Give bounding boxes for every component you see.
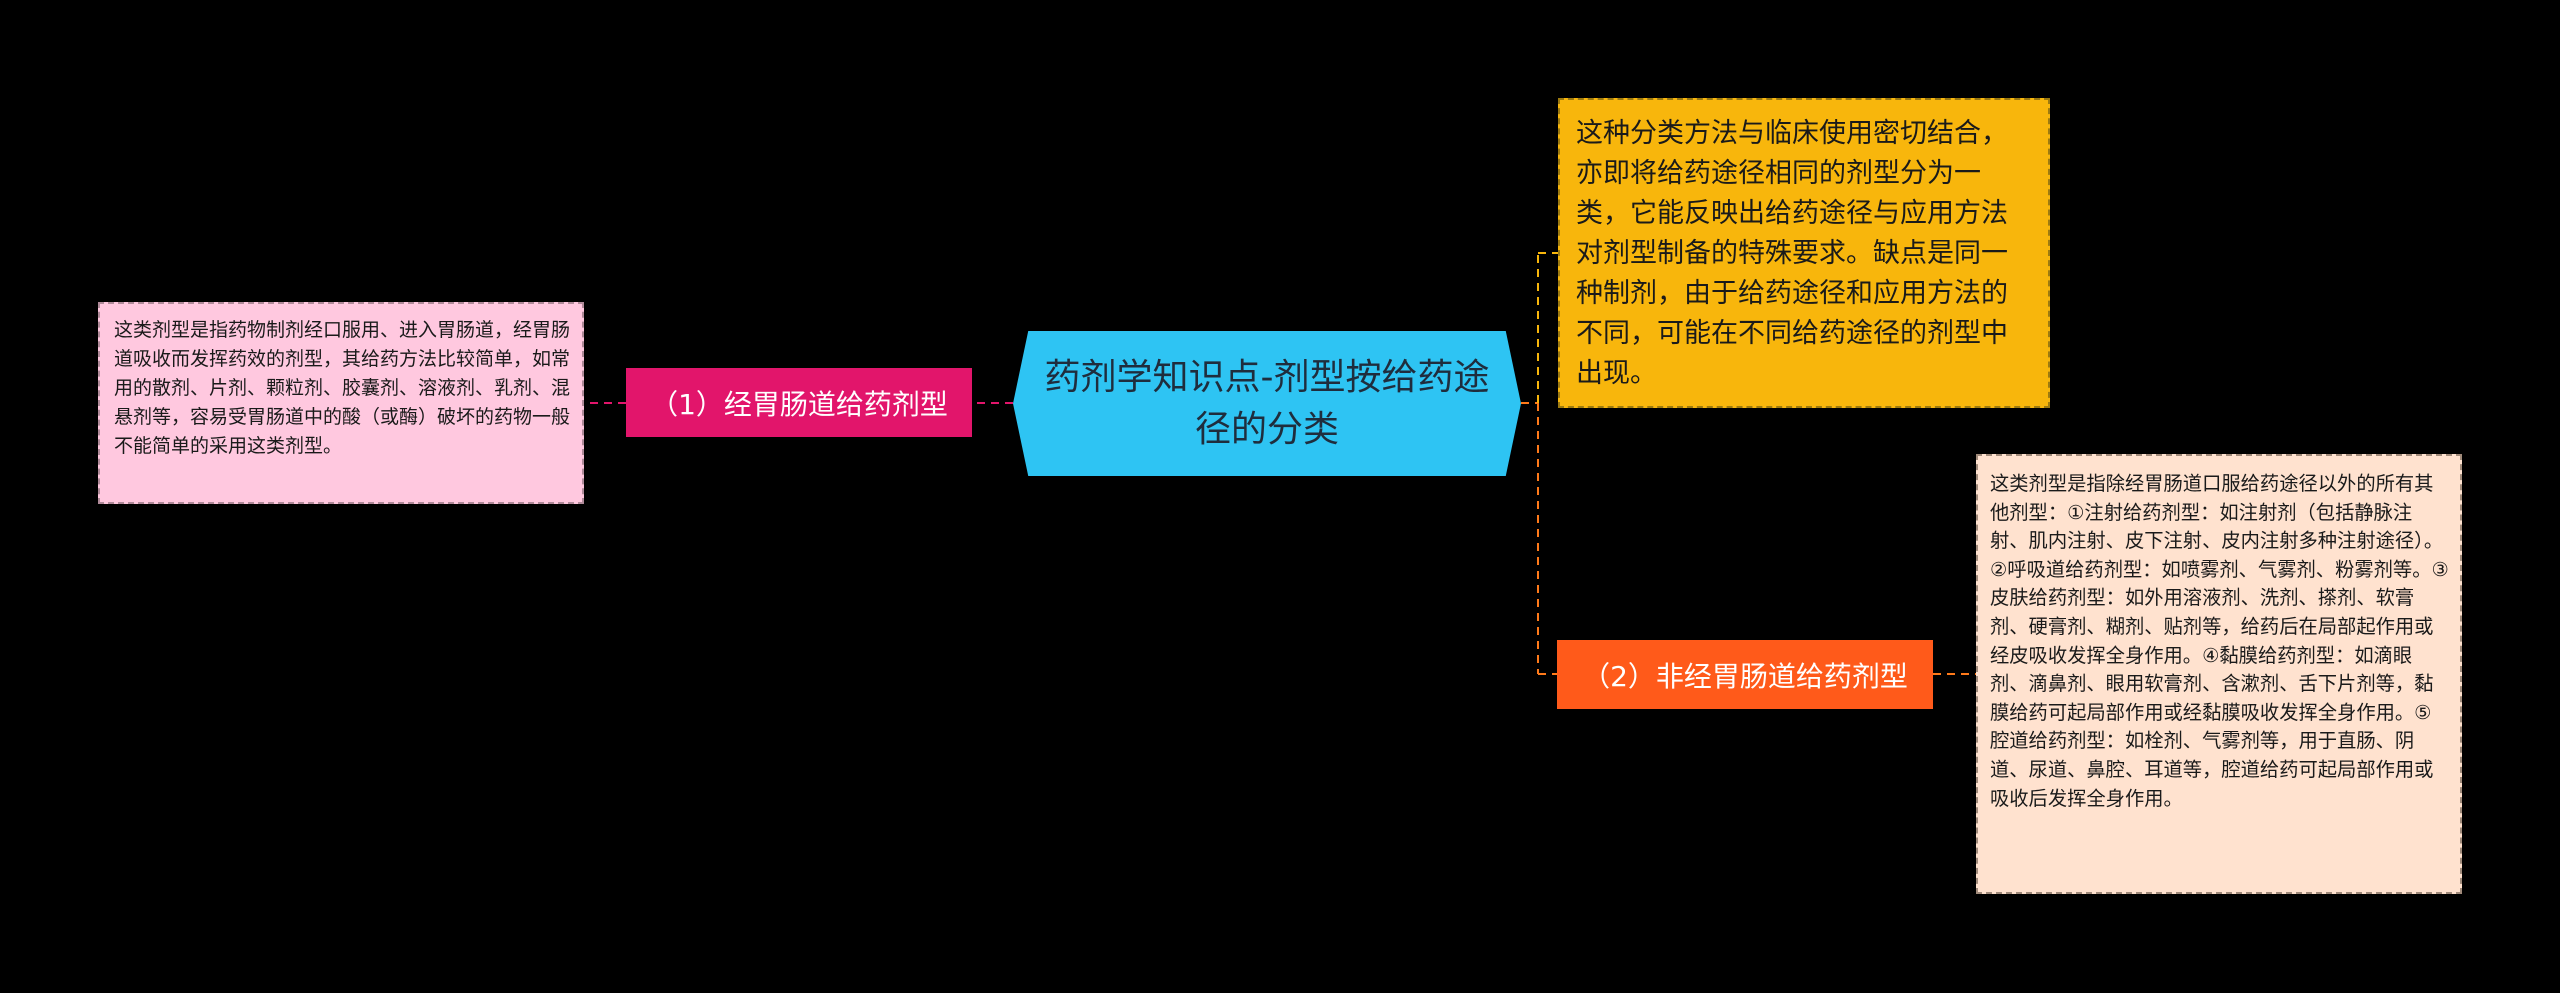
branch-non-gastrointestinal[interactable]: （2）非经胃肠道给药剂型 bbox=[1557, 640, 1933, 709]
note-gastrointestinal[interactable]: 这类剂型是指药物制剂经口服用、进入胃肠道，经胃肠道吸收而发挥药效的剂型，其给药方… bbox=[98, 302, 584, 504]
central-topic-title: 药剂学知识点-剂型按给药途径的分类 bbox=[1044, 356, 1490, 450]
branch-gastrointestinal[interactable]: （1）经胃肠道给药剂型 bbox=[626, 368, 972, 437]
note-non-gastrointestinal[interactable]: 这类剂型是指除经胃肠道口服给药途径以外的所有其他剂型：①注射给药剂型：如注射剂（… bbox=[1976, 454, 2462, 894]
central-topic[interactable]: 药剂学知识点-剂型按给药途径的分类 bbox=[1013, 331, 1521, 476]
note-classification-summary[interactable]: 这种分类方法与临床使用密切结合，亦即将给药途径相同的剂型分为一类，它能反映出给药… bbox=[1558, 98, 2050, 408]
